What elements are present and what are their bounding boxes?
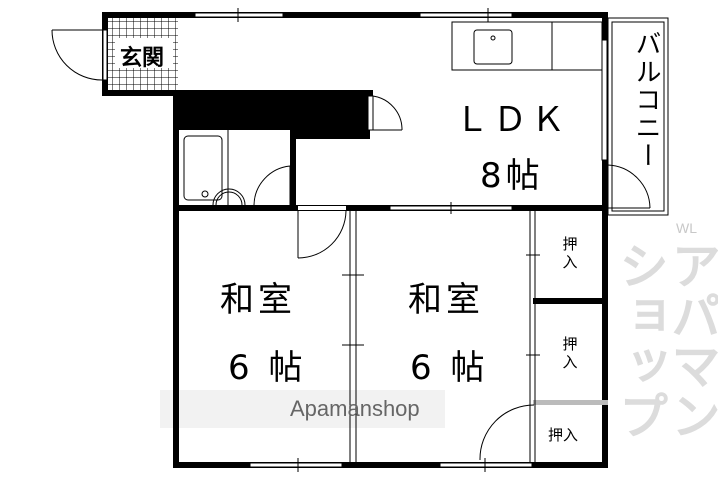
label-closet-3: 押入 <box>548 426 579 444</box>
label-closet-2: 押入 <box>562 335 578 371</box>
label-washitsu-2-size: 6 帖 <box>410 348 489 388</box>
watermark-band <box>160 390 445 428</box>
label-washitsu-1: 和室 <box>220 280 296 320</box>
label-balcony: バルコニー <box>631 30 661 170</box>
label-ldk-size: 8帖 <box>480 156 544 196</box>
label-washitsu-2: 和室 <box>408 280 484 320</box>
watermark-logo-small: WL <box>676 220 697 236</box>
sink-icon <box>473 29 513 65</box>
label-washitsu-1-size: 6 帖 <box>228 348 307 388</box>
fixtures <box>183 17 669 462</box>
label-genkan: 玄関 <box>120 46 165 71</box>
toilet-icon <box>301 101 341 125</box>
door-swings <box>51 29 651 461</box>
kitchen-counter <box>451 21 603 71</box>
watermark-logo: アパマンショップ <box>612 240 718 440</box>
watermark-text: Apamanshop <box>290 396 420 421</box>
bathtub-icon <box>183 135 223 201</box>
label-ldk: ＬＤＫ <box>455 100 569 140</box>
label-closet-1: 押入 <box>562 235 578 271</box>
window-ticks <box>237 8 489 472</box>
balcony-outline <box>607 17 669 216</box>
